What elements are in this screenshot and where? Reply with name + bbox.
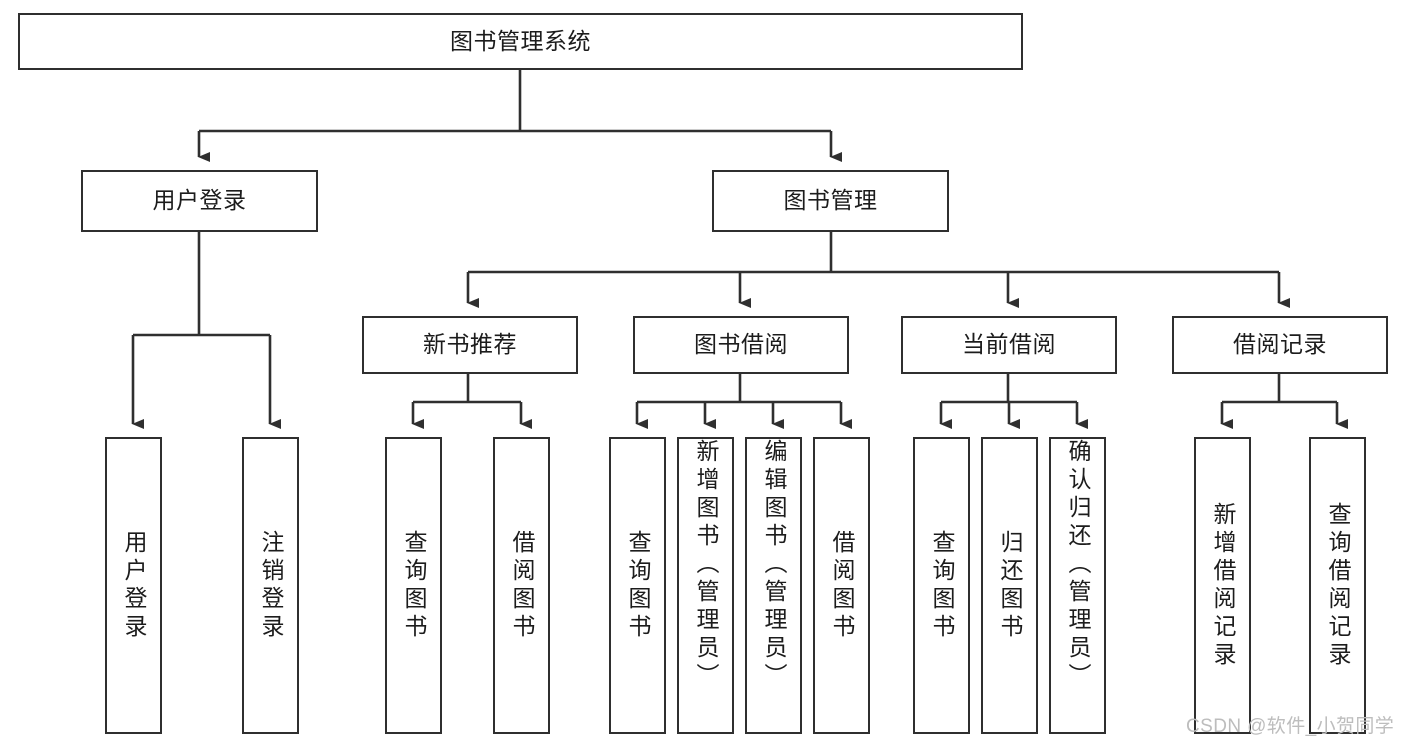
node-leaf-add-record-label: 新增借阅记录 xyxy=(1210,501,1236,670)
node-leaf-add-book[interactable]: 新增图书（管理员） xyxy=(677,437,734,734)
node-root[interactable]: 图书管理系统 xyxy=(18,13,1023,70)
node-leaf-borrow-book-2-label: 借阅图书 xyxy=(829,529,855,642)
node-leaf-return-book-label: 归还图书 xyxy=(997,529,1023,642)
node-user-login[interactable]: 用户登录 xyxy=(81,170,318,232)
node-leaf-user-logout-label: 注销登录 xyxy=(258,529,284,642)
node-leaf-user-login[interactable]: 用户登录 xyxy=(105,437,162,734)
node-leaf-query-record-label: 查询借阅记录 xyxy=(1325,501,1351,670)
node-leaf-user-login-label: 用户登录 xyxy=(121,529,147,642)
node-current-borrow-label: 当前借阅 xyxy=(962,331,1056,358)
node-book-borrow-label: 图书借阅 xyxy=(694,331,788,358)
node-leaf-user-logout[interactable]: 注销登录 xyxy=(242,437,299,734)
node-leaf-query-book-2[interactable]: 查询图书 xyxy=(609,437,666,734)
node-current-borrow[interactable]: 当前借阅 xyxy=(901,316,1117,374)
node-book-borrow[interactable]: 图书借阅 xyxy=(633,316,849,374)
node-borrow-record-label: 借阅记录 xyxy=(1233,331,1327,358)
node-new-book-recommend-label: 新书推荐 xyxy=(423,331,517,358)
node-leaf-query-book-3-label: 查询图书 xyxy=(929,529,955,642)
node-leaf-query-record[interactable]: 查询借阅记录 xyxy=(1309,437,1366,734)
node-leaf-borrow-book-2[interactable]: 借阅图书 xyxy=(813,437,870,734)
csdn-watermark: CSDN @软件_小贺同学 xyxy=(1186,716,1395,737)
node-leaf-confirm-return-label: 确认归还（管理员） xyxy=(1065,439,1091,691)
node-leaf-return-book[interactable]: 归还图书 xyxy=(981,437,1038,734)
node-leaf-add-book-label: 新增图书（管理员） xyxy=(693,439,719,691)
node-borrow-record[interactable]: 借阅记录 xyxy=(1172,316,1388,374)
node-leaf-borrow-book-1[interactable]: 借阅图书 xyxy=(493,437,550,734)
node-leaf-edit-book-label: 编辑图书（管理员） xyxy=(761,439,787,691)
node-book-manage-label: 图书管理 xyxy=(783,187,878,214)
node-leaf-edit-book[interactable]: 编辑图书（管理员） xyxy=(745,437,802,734)
node-user-login-label: 用户登录 xyxy=(152,187,247,214)
node-leaf-add-record[interactable]: 新增借阅记录 xyxy=(1194,437,1251,734)
node-leaf-query-book-3[interactable]: 查询图书 xyxy=(913,437,970,734)
node-leaf-query-book-2-label: 查询图书 xyxy=(625,529,651,642)
node-book-manage[interactable]: 图书管理 xyxy=(712,170,949,232)
node-leaf-confirm-return[interactable]: 确认归还（管理员） xyxy=(1049,437,1106,734)
node-leaf-borrow-book-1-label: 借阅图书 xyxy=(509,529,535,642)
node-leaf-query-book-1-label: 查询图书 xyxy=(401,529,427,642)
node-root-label: 图书管理系统 xyxy=(450,27,591,54)
node-new-book-recommend[interactable]: 新书推荐 xyxy=(362,316,578,374)
node-leaf-query-book-1[interactable]: 查询图书 xyxy=(385,437,442,734)
